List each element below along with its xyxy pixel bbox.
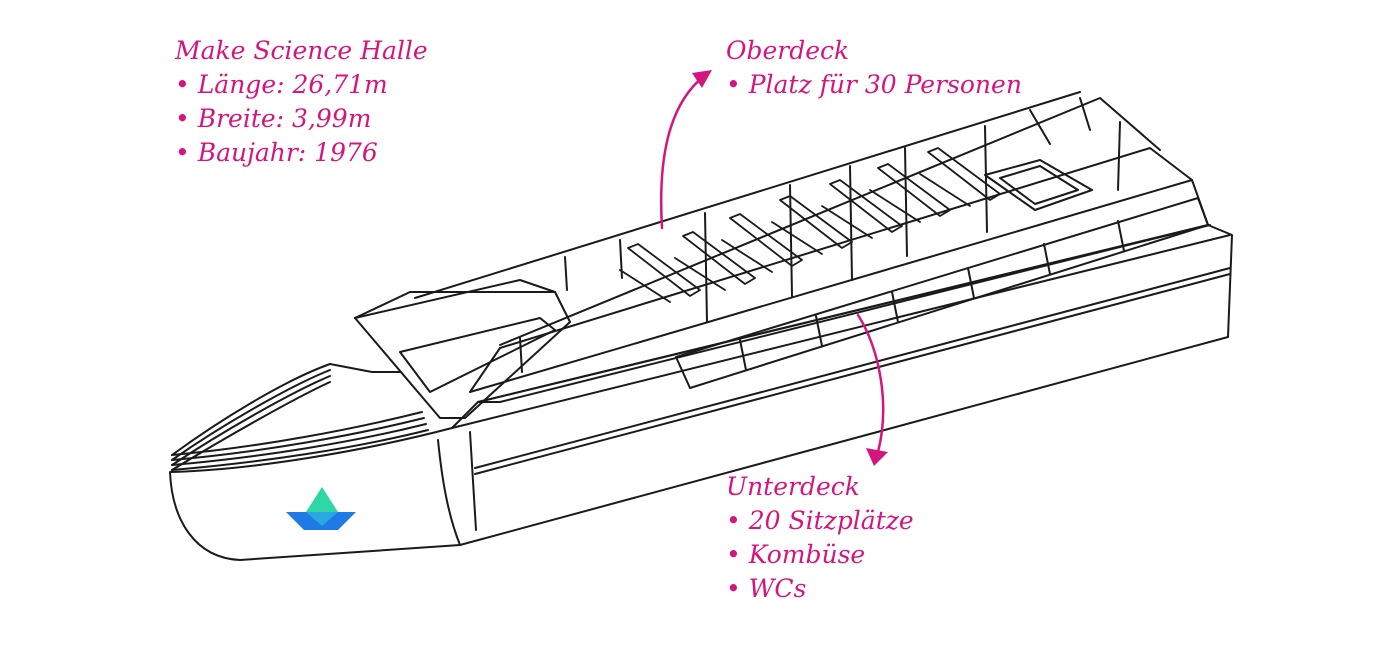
lower-deck-galley: Kombüse [726,538,914,572]
hull-stripe-lower [474,273,1231,475]
upper-deck-title: Oberdeck [726,36,850,65]
railing-post-10 [1079,97,1091,131]
bow-front-rail-4 [171,429,429,471]
railing-post-9 [1029,109,1051,145]
bow-inner-line [469,431,477,531]
railing-post-4 [704,212,708,323]
ship-name-title: Make Science Halle [175,36,428,65]
ship-drawing [169,91,1233,561]
bench-seat-3 [721,239,773,273]
bench-4 [779,195,853,249]
lower-deck-arrow-head [866,448,888,466]
bow-front-rail-1 [171,411,423,456]
bench-6 [877,163,951,217]
railing-post-3 [619,239,623,279]
bow-deck [329,363,401,373]
spec-length: Länge: 26,71m [175,68,428,102]
bench-seat-1 [619,269,671,303]
wheelhouse-window [399,317,556,393]
lower-window-div-6 [1117,220,1125,252]
logo-hull-shade [306,512,338,526]
railing-post-5 [789,184,793,297]
upper-deck-capacity: Platz für 30 Personen [726,68,1022,102]
railing-post-8 [984,125,988,233]
lower-deck-toilets: WCs [726,572,914,606]
bench-seat-5 [821,205,873,239]
bench-3 [729,213,803,267]
ship-specs-block: Make Science Halle Länge: 26,71m Breite:… [175,34,428,170]
arrow-heads [692,70,888,466]
hull-stripe-upper [474,267,1231,469]
railing-top-front [414,91,1081,299]
lower-window-div-3 [891,291,899,323]
wheelhouse [354,291,571,419]
lower-deck-title: Unterdeck [726,472,860,501]
bench-seat-7 [919,173,971,207]
bow-rail-1 [171,363,331,456]
bow-divider [437,439,461,546]
railing-post-1 [519,337,523,373]
cabin-side [477,179,1209,403]
lower-window-band [675,197,1209,389]
paper-boat-logo-icon [286,487,356,530]
wheelhouse-roof [354,279,556,319]
railing-post-11 [1117,121,1121,191]
railing-post-7 [904,147,908,257]
hatch [984,159,1093,211]
bench-seat-4 [771,221,823,255]
lower-window-div-4 [967,267,975,299]
railing-top [499,97,1161,346]
bench-5 [829,179,903,233]
bench-1 [627,243,701,297]
annotation-arrows [659,74,885,454]
lower-window-div-2 [815,315,823,347]
bench-2 [682,231,756,285]
bench-row [619,147,1001,303]
bow-front-rail-3 [171,423,427,466]
bench-seat-2 [674,257,726,291]
upper-deck-block: Oberdeck Platz für 30 Personen [726,34,1022,102]
spec-width: Breite: 3,99m [175,102,428,136]
lower-deck-seats: 20 Sitzplätze [726,504,914,538]
upper-deck-floor [469,147,1193,393]
upper-deck-arrow [659,74,706,230]
spec-build-year: Baujahr: 1976 [175,136,428,170]
hatch-inner [999,165,1079,205]
bench-7 [927,147,1001,201]
bench-seat-6 [869,189,921,223]
bow-front-rail-2 [171,417,425,461]
lower-window-div-5 [1043,243,1051,275]
lower-deck-arrow [856,313,885,454]
hull-edge-line [451,234,1231,429]
lower-window-div-1 [739,339,747,371]
lower-deck-block: Unterdeck 20 Sitzplätze Kombüse WCs [726,470,914,606]
railing-post-2 [564,256,568,291]
logo-sail [306,487,338,512]
railing-post-6 [849,165,853,281]
bow-rail-2 [171,369,331,461]
hull-outline [169,224,1233,561]
upper-deck-arrow-head [692,70,712,88]
